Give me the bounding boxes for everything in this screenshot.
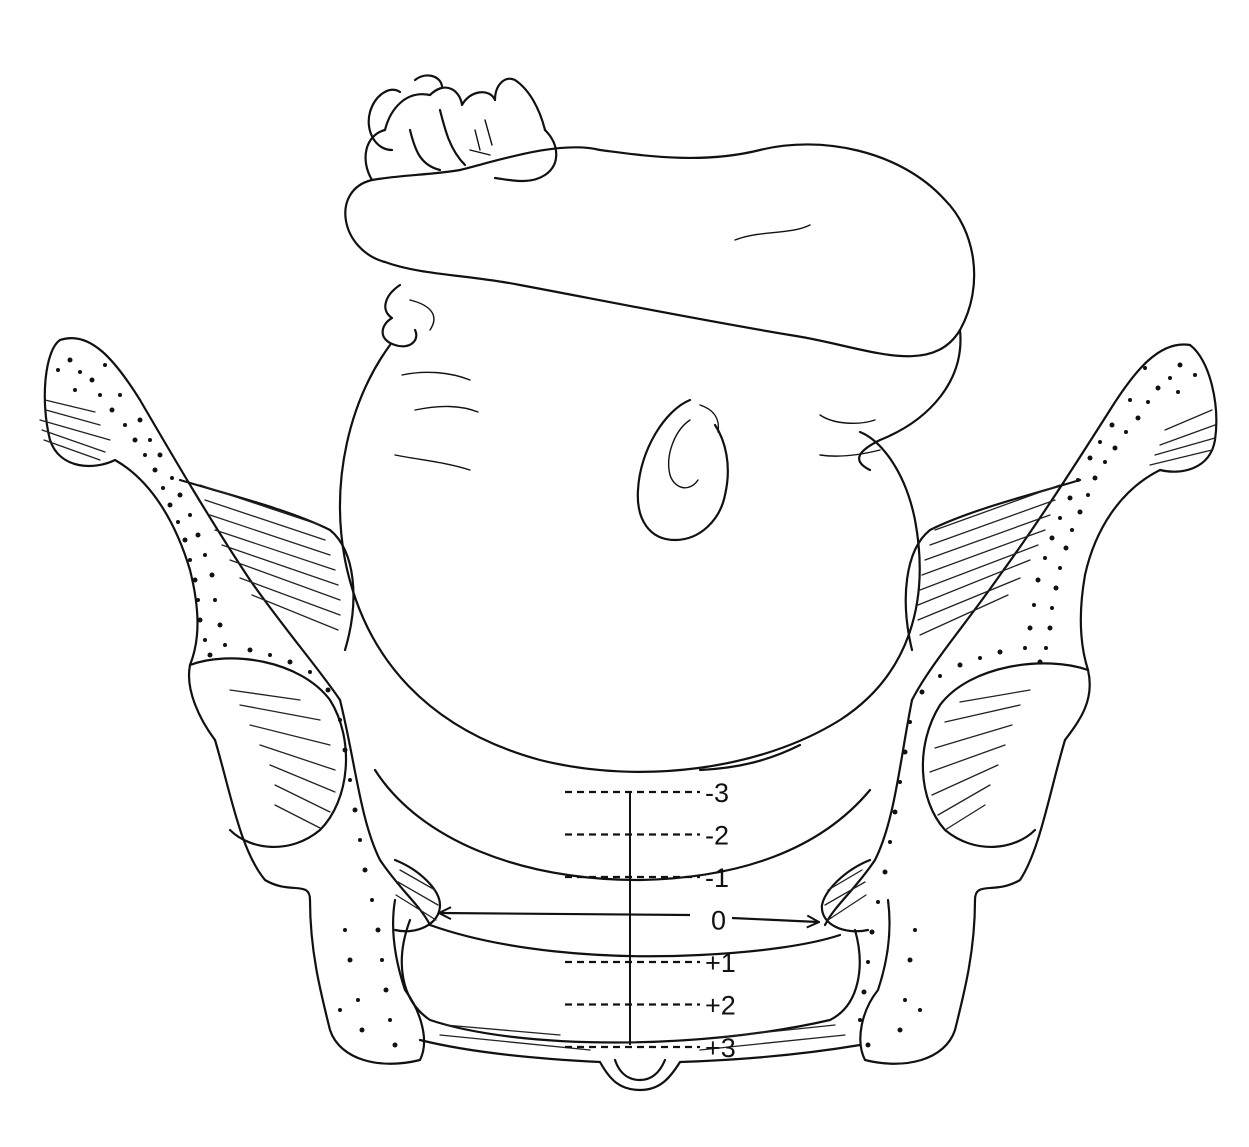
right-bone-stippling [858, 363, 1197, 1048]
left-bone-stippling [56, 358, 398, 1048]
right-iliac-wing [1065, 345, 1216, 740]
left-acetabulum [190, 658, 346, 847]
left-hip-bone [40, 338, 440, 1064]
fetal-back [859, 330, 960, 470]
station-label-plus2: +2 [705, 991, 736, 1021]
station-label-minus2: -2 [705, 821, 729, 851]
right-acetabulum [923, 663, 1088, 847]
fetal-head [340, 345, 920, 772]
fetal-hand [366, 75, 557, 181]
station-label-minus1: -1 [705, 863, 729, 893]
station-zero-right-arrow [732, 918, 818, 922]
right-hip-bone [822, 344, 1216, 1063]
fetal-torso [345, 144, 974, 356]
station-labels: -3 -2 -1 0 +1 +2 +3 [705, 778, 736, 1063]
station-label-0: 0 [711, 906, 726, 936]
right-ischial-ramus [860, 740, 1065, 1064]
fetal-vertex [375, 770, 870, 880]
station-zero-left-arrow [440, 913, 690, 915]
station-lines [565, 792, 700, 1047]
station-scale: -3 -2 -1 0 +1 +2 +3 [440, 778, 818, 1063]
station-label-plus1: +1 [705, 948, 736, 978]
station-label-minus3: -3 [705, 778, 729, 808]
fetal-face [383, 285, 417, 346]
left-iliac-wing [45, 340, 215, 740]
coccyx-tip [615, 1060, 665, 1080]
station-label-plus3: +3 [705, 1033, 736, 1063]
fetal-ear [638, 400, 728, 540]
fetus [340, 75, 974, 880]
right-wing-hatching [918, 410, 1215, 635]
left-ischial-ramus [215, 740, 424, 1064]
